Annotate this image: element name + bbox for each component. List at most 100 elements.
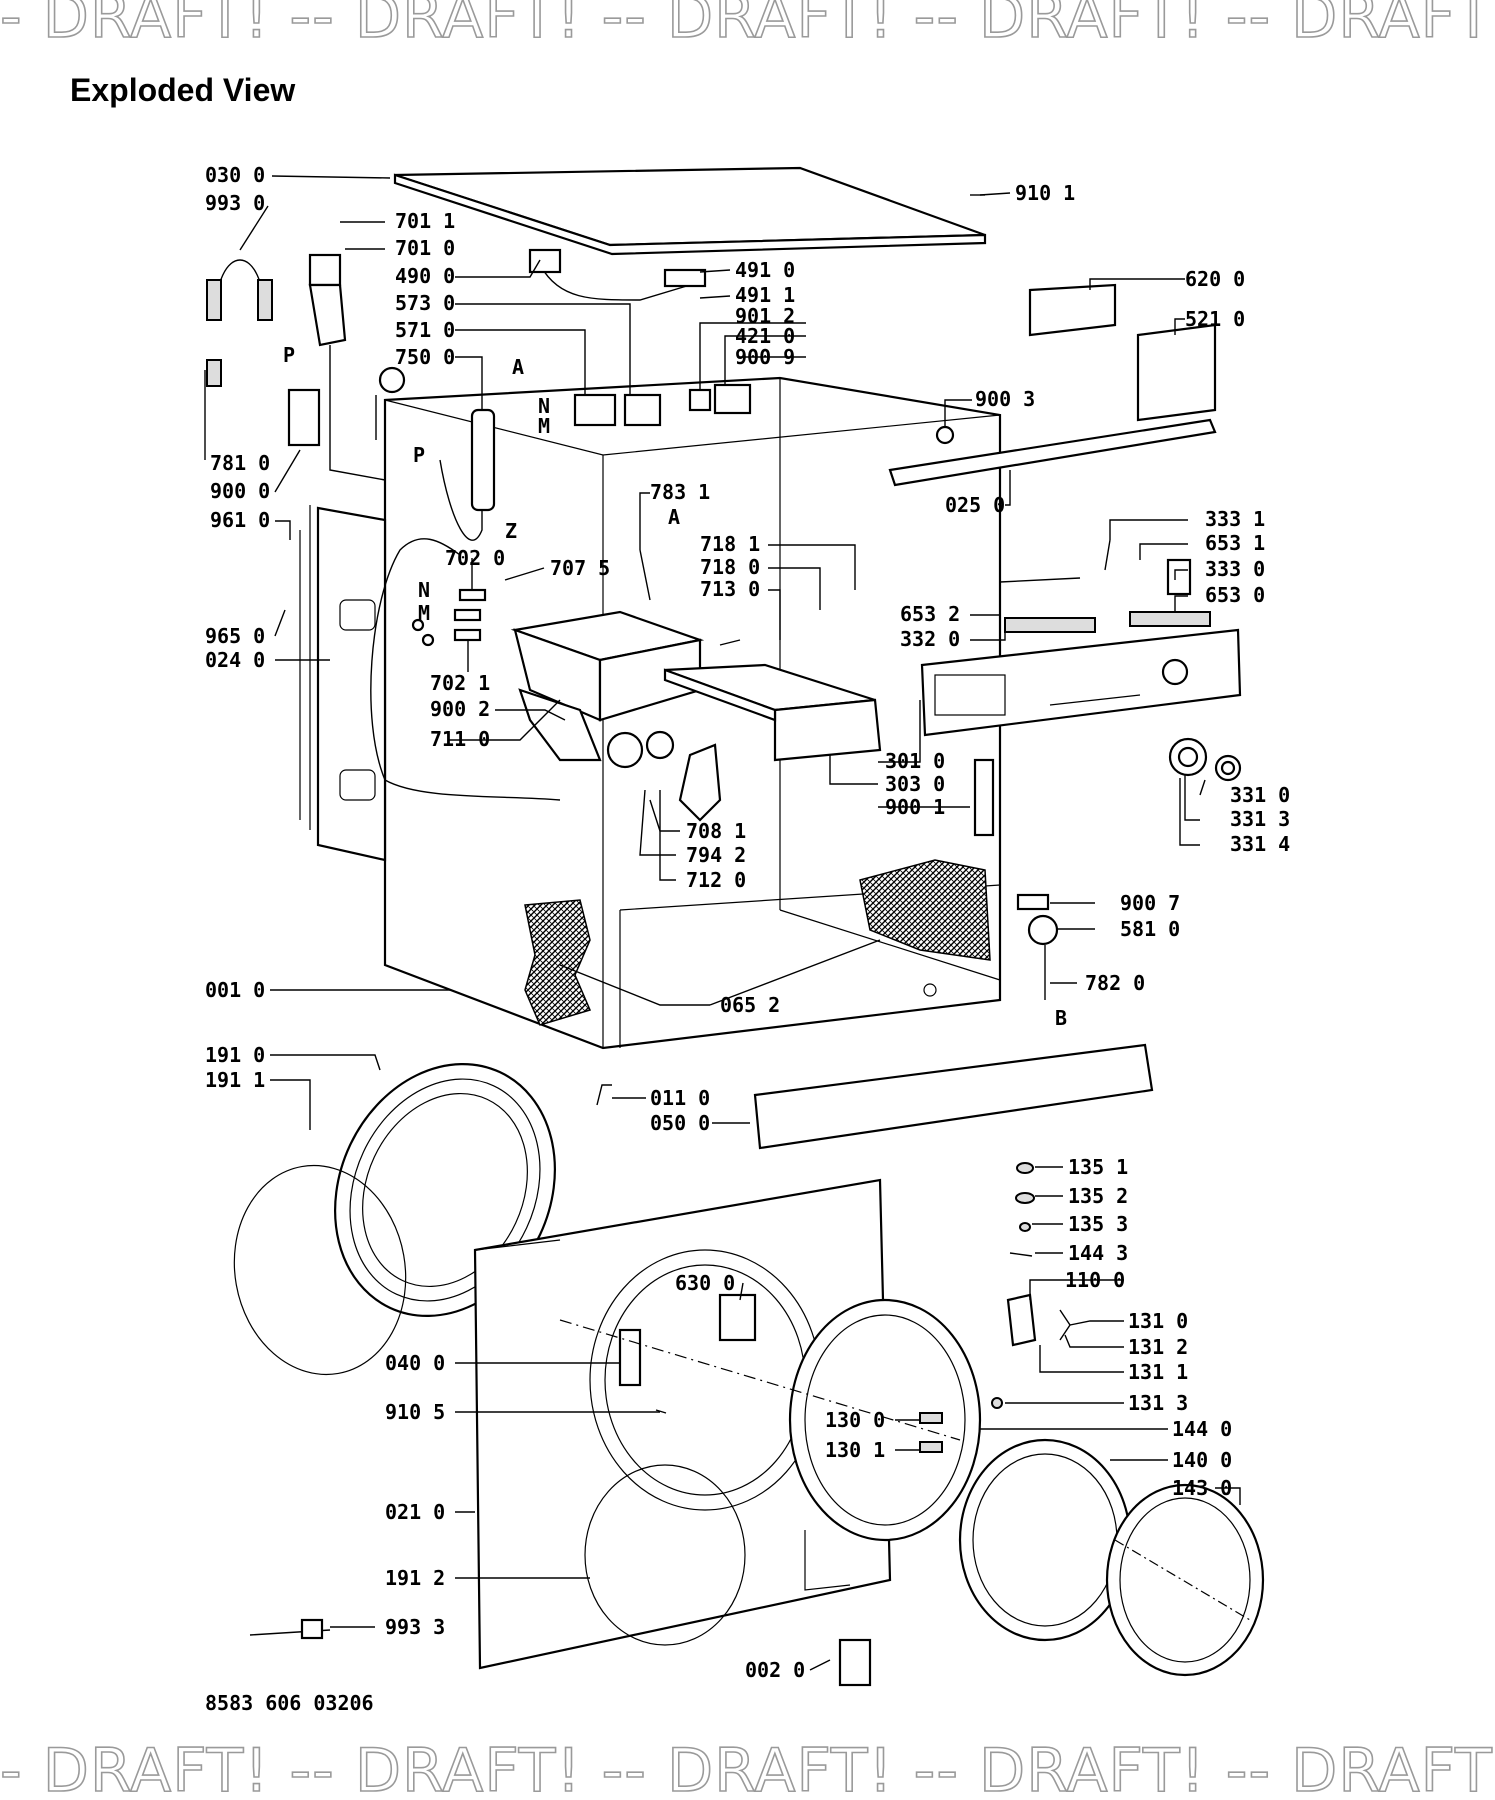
callout-131-2: 131 2 xyxy=(1128,1335,1188,1359)
callout-001-0: 001 0 xyxy=(205,978,265,1002)
callout-961-0: 961 0 xyxy=(210,508,270,532)
callout-900-3: 900 3 xyxy=(975,387,1035,411)
marker-b: B xyxy=(1055,1006,1067,1030)
callout-701-1: 701 1 xyxy=(395,209,455,233)
page-title: Exploded View xyxy=(70,72,296,108)
callout-653-2: 653 2 xyxy=(900,602,960,626)
callout-702-1: 702 1 xyxy=(430,671,490,695)
callout-144-3: 144 3 xyxy=(1068,1241,1128,1265)
callout-900-0: 900 0 xyxy=(210,479,270,503)
control-panel xyxy=(920,539,1242,1000)
callout-781-0: 781 0 xyxy=(210,451,270,475)
door-assembly xyxy=(559,1293,1265,1677)
callout-024-0: 024 0 xyxy=(205,648,265,672)
callout-718-1: 718 1 xyxy=(700,532,760,556)
watermark-top: - DRAFT! -- DRAFT! -- DRAFT! -- DRAFT! -… xyxy=(0,0,1495,46)
callout-030-0: 030 0 xyxy=(205,163,265,187)
marker-z: Z xyxy=(505,519,517,543)
callout-900-2: 900 2 xyxy=(430,697,490,721)
callout-331-3: 331 3 xyxy=(1230,807,1290,831)
front-panel xyxy=(473,1178,892,1687)
callout-065-2: 065 2 xyxy=(720,993,780,1017)
callout-794-2: 794 2 xyxy=(686,843,746,867)
marker-p: P xyxy=(413,443,425,467)
callout-708-1: 708 1 xyxy=(686,819,746,843)
callout-130-1: 130 1 xyxy=(825,1438,885,1462)
watermark-text: - DRAFT! - xyxy=(623,0,937,46)
callout-050-0: 050 0 xyxy=(650,1111,710,1135)
watermark-text: - DRAFT! - xyxy=(1248,0,1495,46)
callout-025-0: 025 0 xyxy=(945,493,1005,517)
callout-002-0: 002 0 xyxy=(745,1658,805,1682)
callout-900-1: 900 1 xyxy=(885,795,945,819)
callout-303-0: 303 0 xyxy=(885,772,945,796)
callout-144-0: 144 0 xyxy=(1172,1417,1232,1441)
callout-333-1: 333 1 xyxy=(1205,507,1265,531)
callout-653-1: 653 1 xyxy=(1205,531,1265,555)
callout-143-0: 143 0 xyxy=(1172,1476,1232,1500)
callout-491-1: 491 1 xyxy=(735,283,795,307)
watermark-text: - DRAFT! - xyxy=(0,0,313,46)
callout-490-0: 490 0 xyxy=(395,264,455,288)
callout-191-0: 191 0 xyxy=(205,1043,265,1067)
callout-783-1: 783 1 xyxy=(650,480,710,504)
callout-620-0: 620 0 xyxy=(1185,267,1245,291)
marker-n: N xyxy=(418,578,430,602)
callout-713-0: 713 0 xyxy=(700,577,760,601)
plinth xyxy=(596,1043,1154,1150)
callout-571-0: 571 0 xyxy=(395,318,455,342)
callout-910-1: 910 1 xyxy=(1015,181,1075,205)
callout-331-0: 331 0 xyxy=(1230,783,1290,807)
callout-782-0: 782 0 xyxy=(1085,971,1145,995)
watermark-bottom: - DRAFT! -- DRAFT! -- DRAFT! -- DRAFT! -… xyxy=(0,1742,1495,1800)
callout-labels: 030 0 993 0 701 1 701 0 490 0 573 0 571 … xyxy=(205,163,1290,1682)
callout-993-3: 993 3 xyxy=(385,1615,445,1639)
callout-135-3: 135 3 xyxy=(1068,1212,1128,1236)
callout-135-2: 135 2 xyxy=(1068,1184,1128,1208)
callout-701-0: 701 0 xyxy=(395,236,455,260)
callout-521-0: 521 0 xyxy=(1185,307,1245,331)
callout-718-0: 718 0 xyxy=(700,555,760,579)
callout-910-5: 910 5 xyxy=(385,1400,445,1424)
diagram-code: 8583 606 03206 xyxy=(205,1691,374,1715)
callout-750-0: 750 0 xyxy=(395,345,455,369)
top-lid xyxy=(393,166,987,256)
callout-040-0: 040 0 xyxy=(385,1351,445,1375)
callout-131-1: 131 1 xyxy=(1128,1360,1188,1384)
callout-712-0: 712 0 xyxy=(686,868,746,892)
callout-573-0: 573 0 xyxy=(395,291,455,315)
damping-pad xyxy=(524,899,592,1026)
marker-m: M xyxy=(418,601,430,625)
callout-301-0: 301 0 xyxy=(885,749,945,773)
internal-parts xyxy=(370,248,1217,822)
watermark-text: - DRAFT! - xyxy=(1248,1742,1495,1800)
leader-lines xyxy=(204,175,1241,1671)
marker-p: P xyxy=(283,343,295,367)
callout-130-0: 130 0 xyxy=(825,1408,885,1432)
watermark-text: - DRAFT! - xyxy=(311,1742,625,1800)
callout-900-7: 900 7 xyxy=(1120,891,1180,915)
callout-901-2: 901 2 xyxy=(735,304,795,328)
callout-702-0: 702 0 xyxy=(445,546,505,570)
exploded-view-diagram: 030 0 993 0 701 1 701 0 490 0 573 0 571 … xyxy=(204,163,1290,1715)
callout-332-0: 332 0 xyxy=(900,627,960,651)
marker-a: A xyxy=(512,355,524,379)
callout-900-9: 900 9 xyxy=(735,345,795,369)
callout-331-4: 331 4 xyxy=(1230,832,1290,856)
callout-653-0: 653 0 xyxy=(1205,583,1265,607)
callout-011-0: 011 0 xyxy=(650,1086,710,1110)
callout-965-0: 965 0 xyxy=(205,624,265,648)
marker-m: M xyxy=(538,414,550,438)
callout-110-0: 110 0 xyxy=(1065,1268,1125,1292)
callout-711-0: 711 0 xyxy=(430,727,490,751)
callout-993-0: 993 0 xyxy=(205,191,265,215)
callout-707-5: 707 5 xyxy=(550,556,610,580)
marker-a: A xyxy=(668,505,680,529)
watermark-text: - DRAFT! - xyxy=(623,1742,937,1800)
callout-421-0: 421 0 xyxy=(735,324,795,348)
callout-491-0: 491 0 xyxy=(735,258,795,282)
callout-140-0: 140 0 xyxy=(1172,1448,1232,1472)
watermark-text: - DRAFT! - xyxy=(0,1742,313,1800)
callout-630-0: 630 0 xyxy=(675,1271,735,1295)
callout-333-0: 333 0 xyxy=(1205,557,1265,581)
